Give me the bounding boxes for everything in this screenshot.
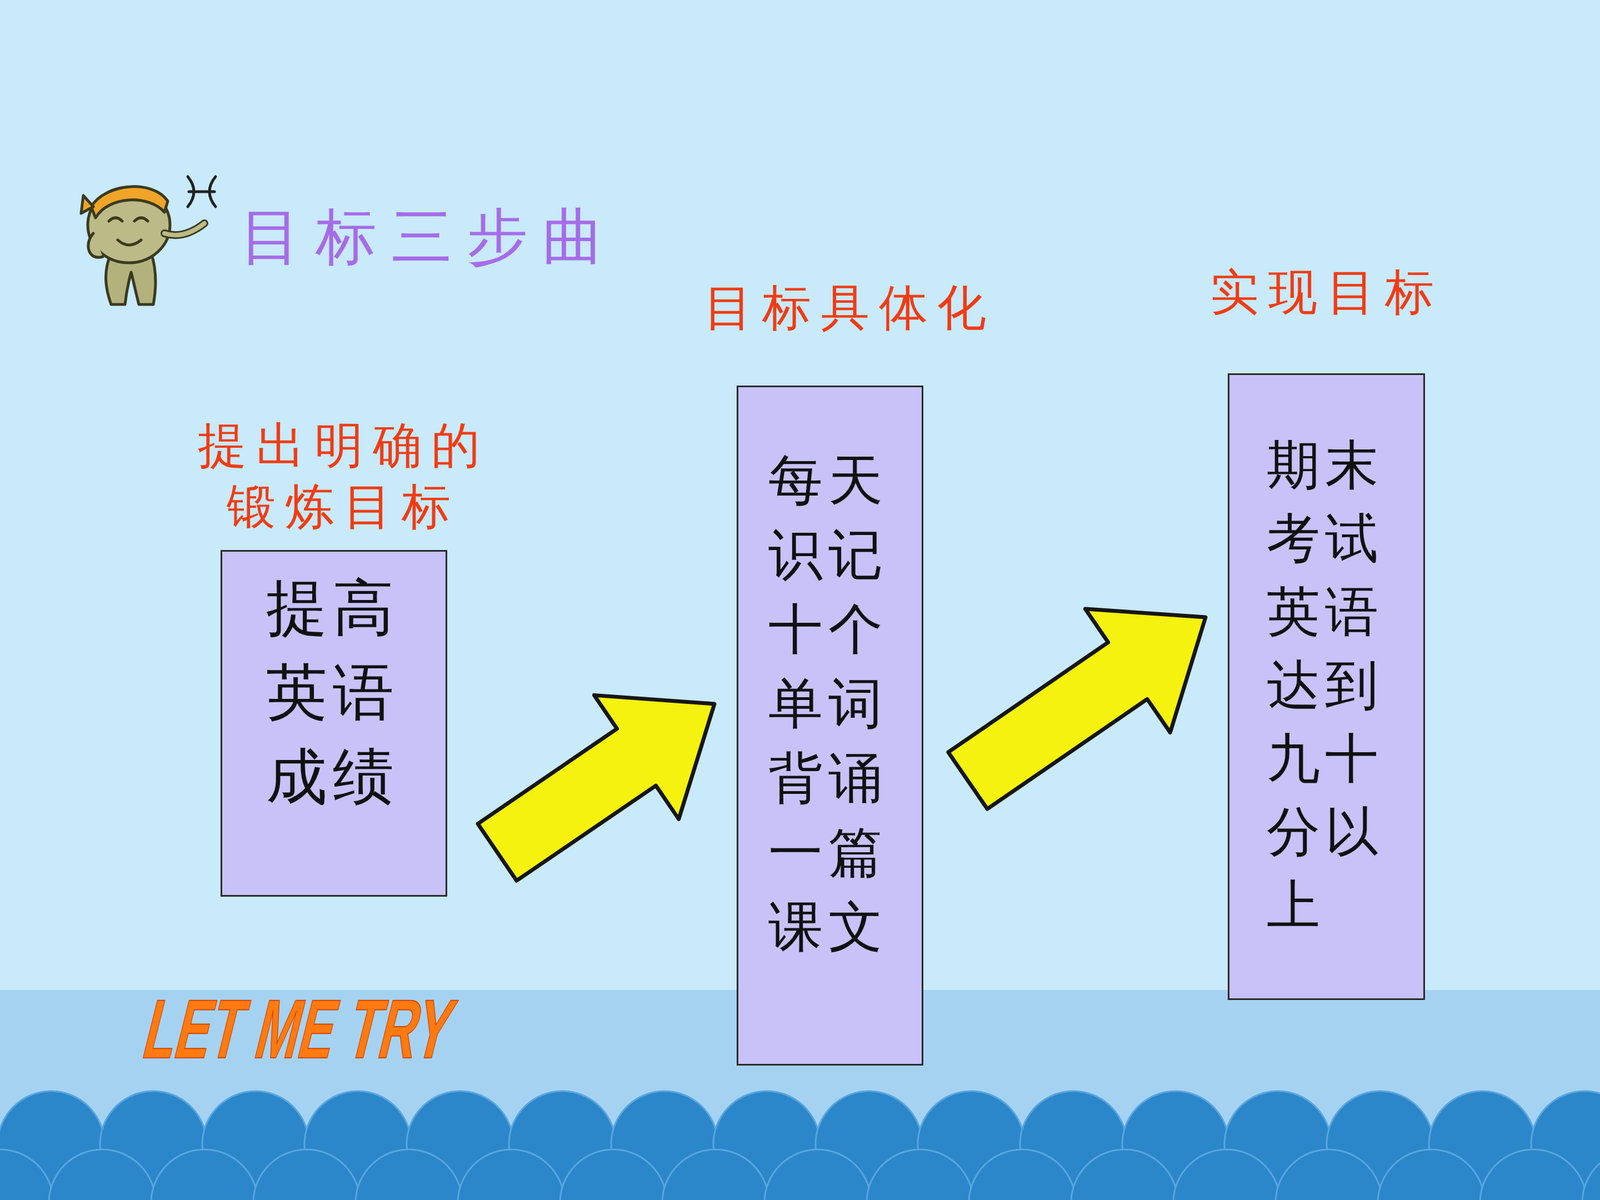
mascot-eye [108, 217, 123, 222]
pisces-bar [188, 190, 215, 194]
wave-scallop [662, 1149, 769, 1200]
mascot-headband [91, 186, 168, 218]
mascot-mouth [117, 240, 142, 245]
wave-scallop [151, 1149, 258, 1200]
step-box: 目标具体化每天识记十个单词背诵一篇课文 [736, 385, 924, 1066]
wave-scallop [968, 1149, 1076, 1200]
wave-scallop [253, 1149, 360, 1200]
step-heading: 提出明确的锻炼目标 [187, 415, 499, 538]
slogan-label: LET ME TRY [135, 983, 464, 1075]
block-arrow [948, 608, 1206, 809]
step-text: 期末考试英语达到九十分以上 [1266, 428, 1387, 942]
wave-pattern [0, 1091, 1600, 1200]
wave-scallop [764, 1149, 872, 1200]
wave-scallop [0, 1149, 54, 1200]
step-box: 提出明确的锻炼目标提高英语成绩 [220, 550, 448, 897]
mascot-arm-outline [164, 223, 205, 235]
wave-scallop [1480, 1149, 1587, 1200]
wave-scallop [1582, 1149, 1600, 1200]
wave-scallop [48, 1149, 156, 1200]
step-text: 提高英语成绩 [266, 565, 402, 819]
wave-scallop [1275, 1149, 1383, 1200]
mascot-figure [81, 186, 205, 305]
mascot-knot [81, 195, 94, 214]
slide-title: 目标三步曲 [240, 200, 618, 274]
wave-scallop [355, 1149, 463, 1200]
step-heading: 实现目标 [1171, 261, 1483, 323]
mascot-hand [88, 233, 103, 258]
step-text: 每天识记十个单词背诵一篇课文 [768, 442, 892, 964]
block-arrow [477, 695, 715, 881]
step-heading: 目标具体化 [693, 277, 1005, 339]
wave-scallop [866, 1149, 974, 1200]
wave-scallop [1071, 1149, 1178, 1200]
step-box: 实现目标期末考试英语达到九十分以上 [1227, 373, 1425, 1000]
wave-scallop [560, 1149, 667, 1200]
wave-scallop [457, 1149, 565, 1200]
wave-scallop [1173, 1149, 1280, 1200]
mascot-arm [164, 223, 205, 235]
pisces-symbol [187, 176, 216, 207]
wave-scallop [1377, 1149, 1485, 1200]
mascot-eye [134, 217, 148, 222]
